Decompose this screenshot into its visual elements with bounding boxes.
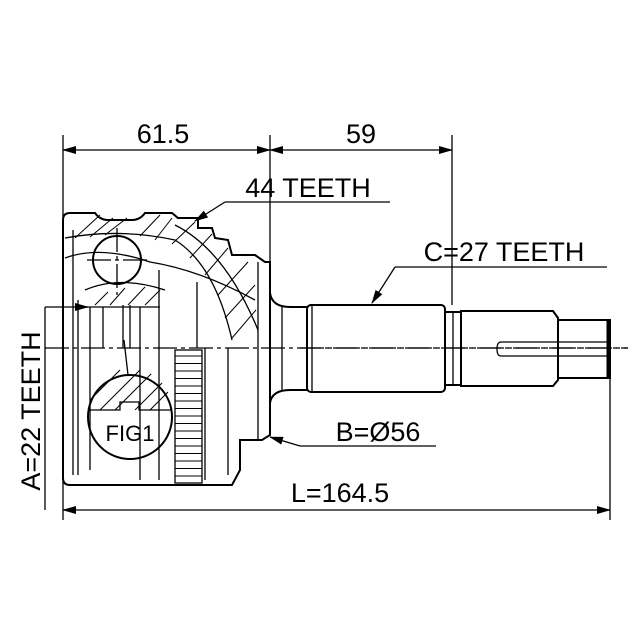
dimension-housing-length: 61.5: [137, 119, 190, 149]
stub-shaft: [300, 304, 628, 393]
fig1-label: FIG1: [106, 421, 155, 446]
callout-c-27-teeth: C=27 TEETH: [371, 237, 607, 304]
dimension-shaft-length: 59: [346, 119, 376, 149]
abs-tone-ring: [174, 349, 203, 484]
outer-spline-label: C=27 TEETH: [424, 237, 585, 267]
ball-bearing: [87, 228, 147, 295]
inner-spline-label: A=22 TEETH: [16, 331, 46, 490]
seal-diameter-label: B=Ø56: [336, 417, 421, 447]
callout-44-teeth: 44 TEETH: [194, 173, 390, 222]
outer-housing: [62, 212, 307, 486]
abs-teeth-label: 44 TEETH: [245, 173, 371, 203]
callout-b-diameter: B=Ø56: [269, 417, 436, 447]
section-hatching: [74, 214, 257, 339]
fig1-detail: FIG1: [87, 339, 173, 460]
dimension-total-length: L=164.5: [291, 478, 389, 508]
callout-a-22-teeth: A=22 TEETH: [16, 303, 89, 510]
